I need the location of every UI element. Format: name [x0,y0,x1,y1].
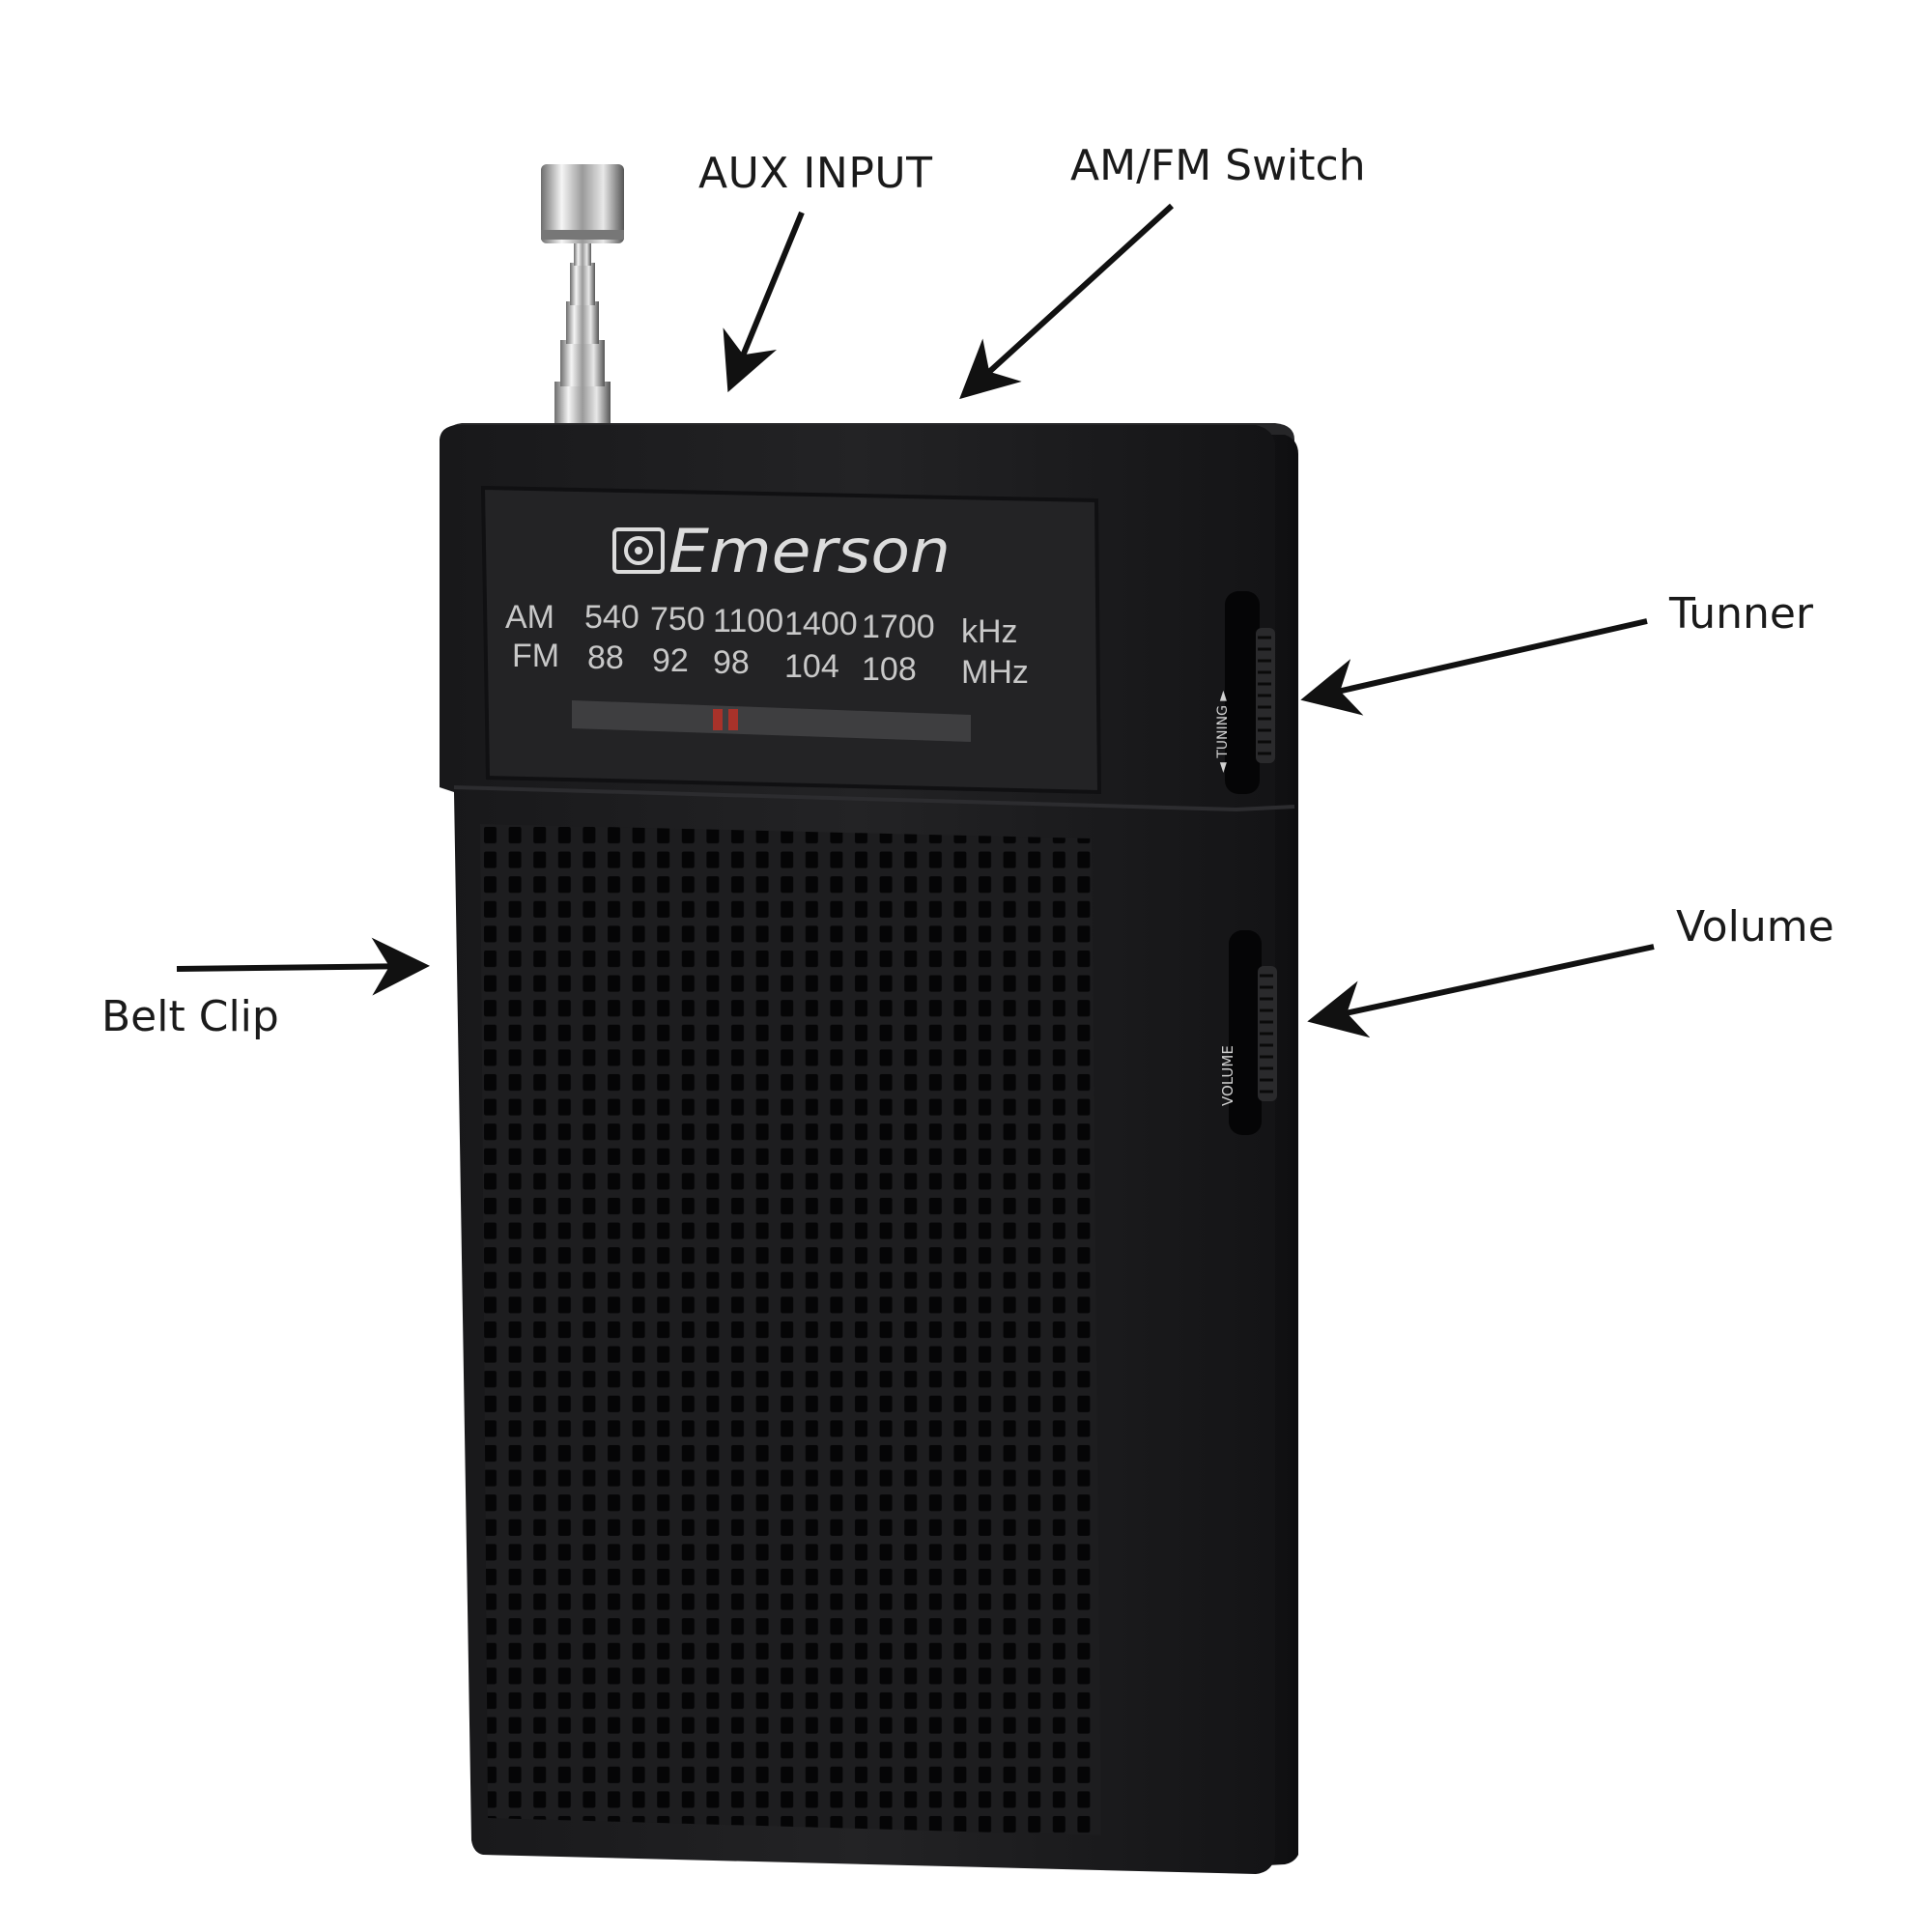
am-value-1700: 1700 [862,609,935,645]
am-fm-switch-label: AM/FM Switch [1070,141,1366,190]
am-value-540: 540 [584,599,639,636]
speaker-grille [480,824,1101,1835]
fm-value-92: 92 [652,642,689,679]
volume-arrow [1307,944,1655,1038]
fm-value-98: 98 [713,644,750,681]
am-fm-switch-arrow [959,203,1175,400]
fm-value-108: 108 [862,651,917,688]
am-unit: kHz [961,613,1018,650]
fm-unit: MHz [961,654,1029,691]
dial-fm-label: FM [512,638,559,674]
aux-input-label: AUX INPUT [698,149,933,198]
tuning-side-label: ◄ TUNING ► [1215,691,1231,773]
am-value-1100: 1100 [713,603,783,639]
volume-label: Volume [1676,902,1834,952]
tuning-knob: ◄ TUNING ► [1215,591,1275,794]
antenna [541,164,624,425]
belt-clip-label: Belt Clip [101,992,279,1041]
tuning-scale-bar [572,700,971,742]
fm-value-104: 104 [784,648,839,685]
am-value-750: 750 [650,601,705,638]
dial-am-label: AM [505,599,554,636]
belt-clip-arrow [176,937,430,996]
tuner-label: Tunner [1669,589,1814,639]
brand-name: Emerson [668,516,951,586]
brand-logo: Emerson [612,516,951,586]
volume-knob: VOLUME [1219,930,1277,1135]
volume-side-label: VOLUME [1219,1045,1236,1106]
am-value-1400: 1400 [784,606,858,642]
tuning-marker [713,709,723,730]
aux-input-arrow [723,211,805,393]
fm-value-88: 88 [587,639,624,676]
tuner-arrow [1300,618,1648,716]
